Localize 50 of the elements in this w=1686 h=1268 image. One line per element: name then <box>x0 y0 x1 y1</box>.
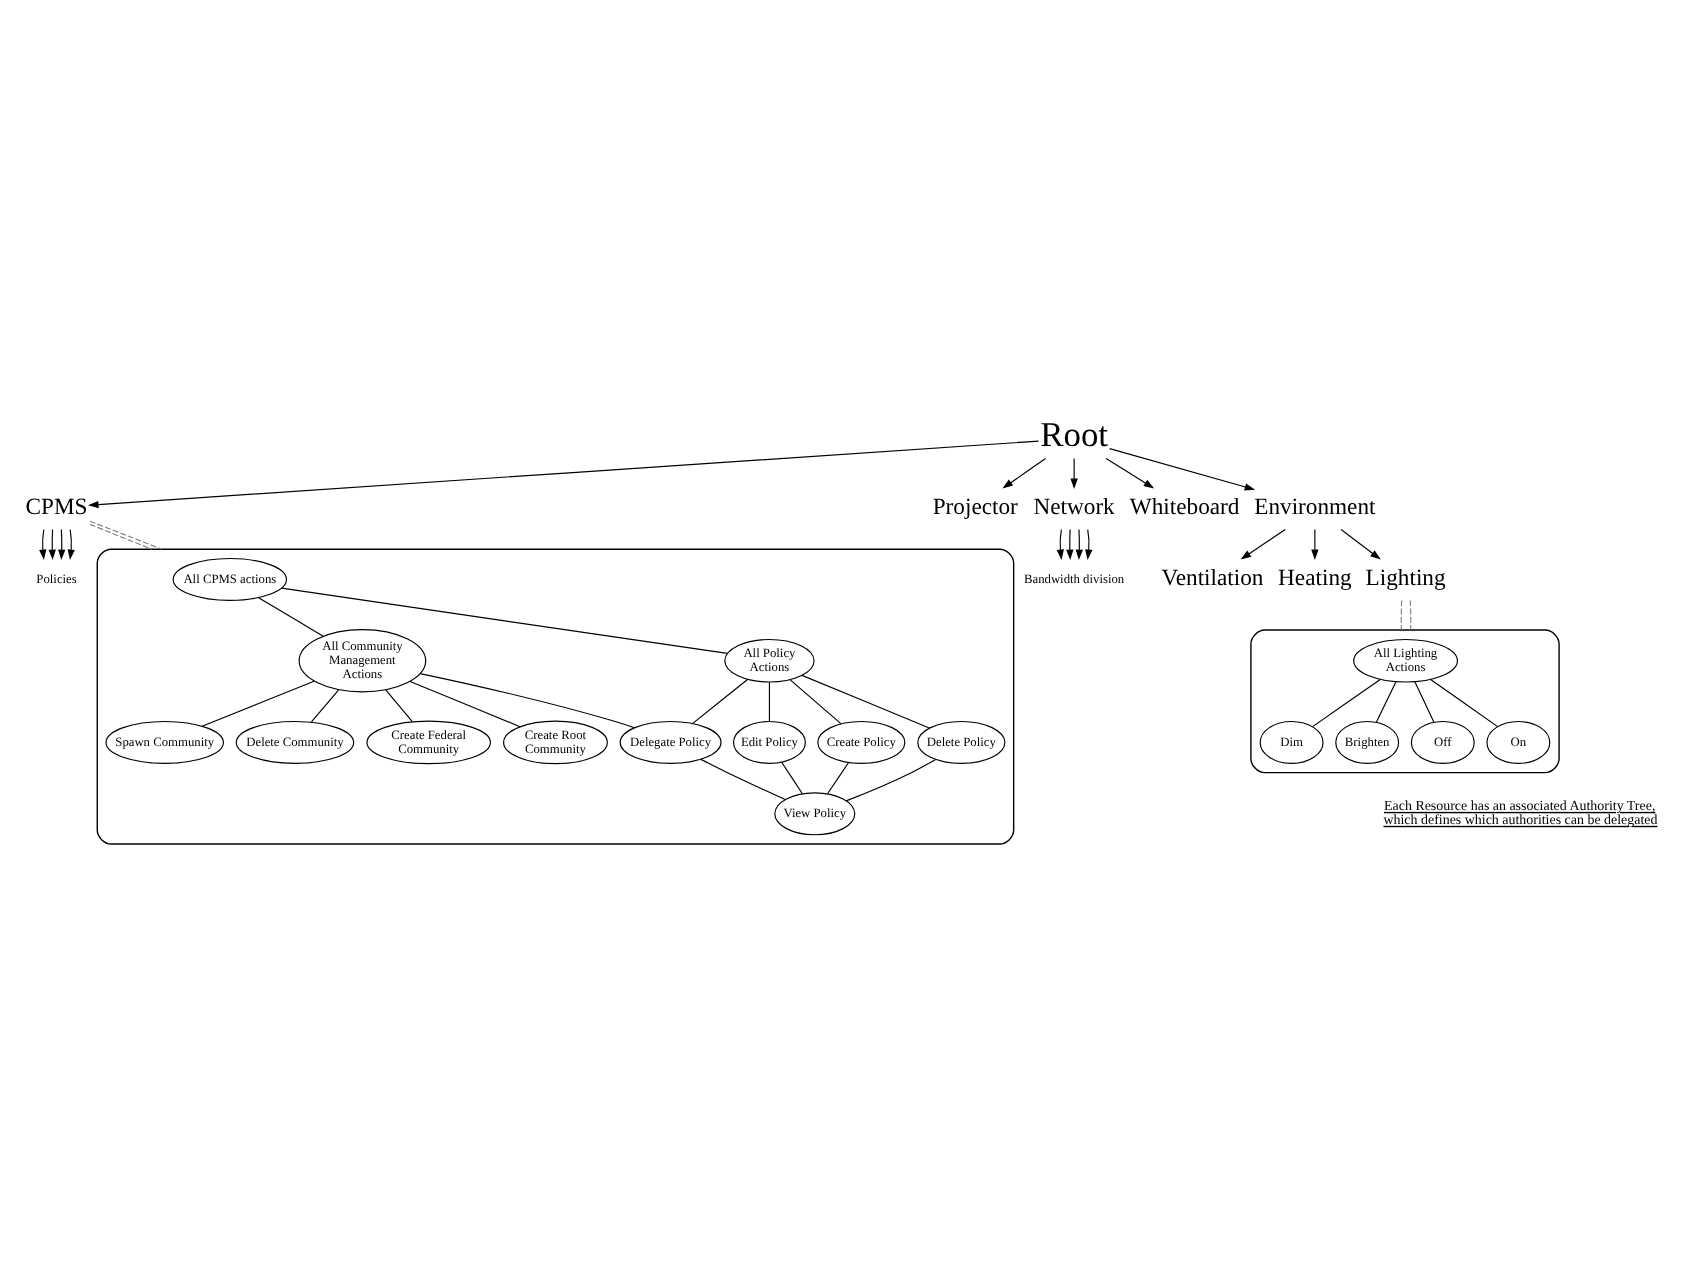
arrow <box>48 527 56 559</box>
connector <box>385 688 413 721</box>
connector <box>1409 598 1412 630</box>
connector <box>789 678 842 724</box>
cluster <box>1250 628 1560 773</box>
arrow <box>1109 447 1256 490</box>
node-text: Root <box>1040 413 1109 454</box>
connector <box>310 688 340 722</box>
arrow <box>1070 457 1078 489</box>
arrow <box>1340 527 1381 559</box>
arrow <box>1066 527 1074 559</box>
arrow <box>1002 457 1047 488</box>
node-text: Lighting <box>1365 564 1446 591</box>
connector <box>826 760 850 794</box>
node-text: Projector <box>932 493 1018 520</box>
node-text: Network <box>1033 493 1115 520</box>
connector <box>1400 598 1403 630</box>
connector <box>1375 680 1397 722</box>
connector <box>1312 677 1381 727</box>
arrow <box>1105 457 1155 488</box>
arrow <box>67 527 75 559</box>
arrow <box>1085 527 1093 559</box>
connector <box>692 677 749 723</box>
arrow <box>1311 527 1319 559</box>
node-text: Whiteboard <box>1129 493 1240 520</box>
connector <box>1414 680 1435 722</box>
connector <box>258 596 324 636</box>
arrow <box>1240 527 1286 559</box>
connector <box>1430 677 1499 727</box>
arrow <box>58 527 66 559</box>
arrow <box>39 527 47 559</box>
node-text: CPMS <box>25 493 88 520</box>
connector <box>281 586 728 653</box>
arrow <box>1075 527 1083 559</box>
connector <box>700 757 786 799</box>
arrow <box>1056 527 1064 559</box>
cluster <box>96 547 1015 844</box>
node-text: Environment <box>1254 493 1376 520</box>
connector <box>801 673 930 728</box>
connector <box>89 519 163 549</box>
node-text: Heating <box>1278 564 1352 591</box>
connector <box>845 758 936 801</box>
connector <box>89 522 153 549</box>
connector <box>768 680 771 721</box>
arrow <box>88 439 1040 508</box>
connector <box>409 679 521 727</box>
connector <box>419 672 635 728</box>
node-text: Ventilation <box>1161 564 1264 591</box>
connector <box>781 760 803 794</box>
connector <box>201 679 315 726</box>
